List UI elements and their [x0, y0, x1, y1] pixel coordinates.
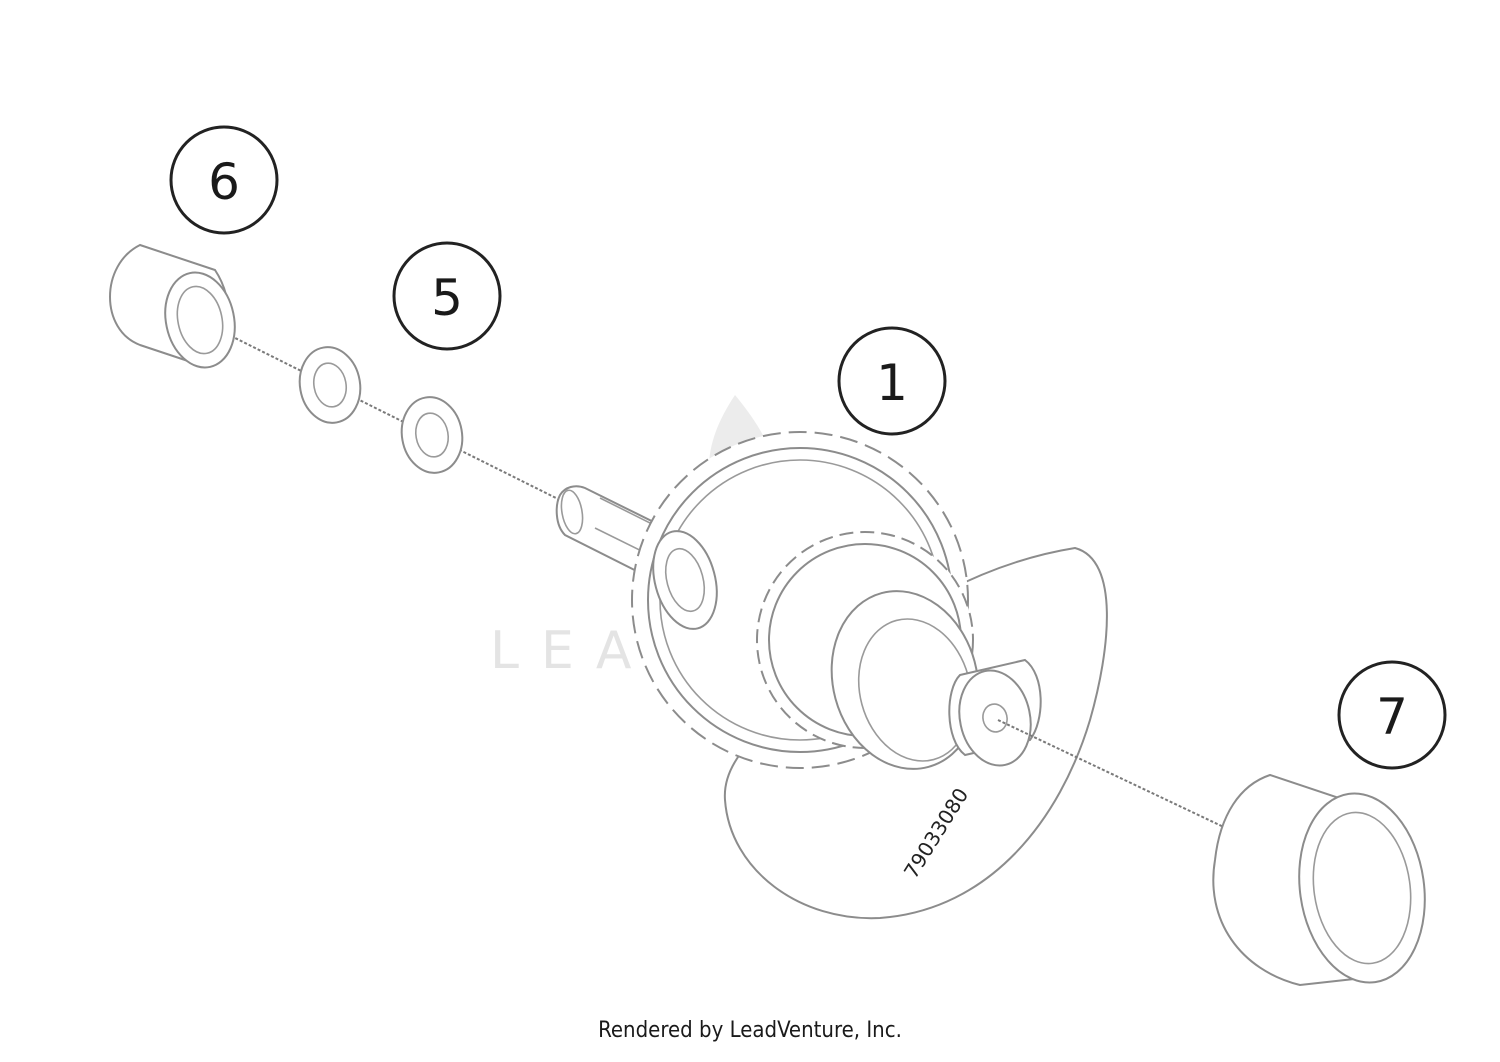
credit-text: Rendered by LeadVenture, Inc.: [598, 1018, 902, 1043]
callout-5-label: 5: [431, 269, 463, 327]
callout-7[interactable]: 7: [1337, 660, 1447, 770]
callout-6-label: 6: [208, 153, 240, 211]
callout-6[interactable]: 6: [169, 125, 279, 235]
axis-leader-right: [997, 719, 1231, 831]
part-7-bearing[interactable]: [1212, 773, 1436, 991]
part-5-washer-b[interactable]: [396, 392, 468, 477]
axis-leader-left: [194, 317, 561, 501]
callout-1-label: 1: [876, 354, 908, 412]
callout-5[interactable]: 5: [392, 241, 502, 351]
callout-1[interactable]: 1: [837, 326, 947, 436]
part-6-bushing[interactable]: [109, 243, 243, 374]
callout-7-label: 7: [1376, 688, 1408, 746]
part-1-gear-assembly[interactable]: 79033080: [555, 431, 1108, 920]
part-5-washer-a[interactable]: [294, 342, 366, 427]
